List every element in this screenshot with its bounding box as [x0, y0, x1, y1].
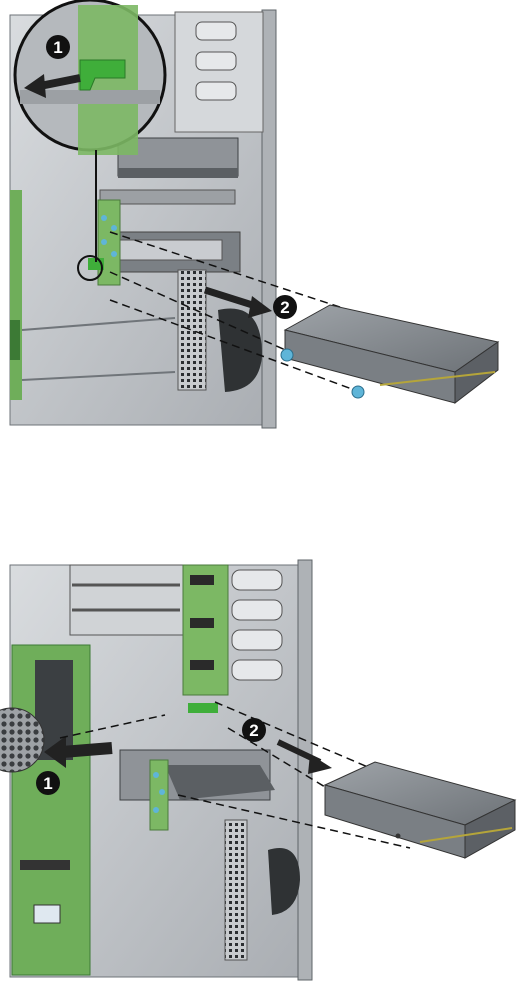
chassis-2 [0, 560, 312, 980]
hard-drive-2 [325, 762, 515, 858]
panel-1: 1 2 [10, 0, 498, 428]
callout-1-panel-1: 1 [46, 35, 70, 59]
callout-2-panel-1: 2 [273, 295, 297, 319]
svg-text:1: 1 [43, 774, 52, 793]
panel-2: 1 2 [0, 560, 515, 980]
arrow-2-right-head [308, 754, 332, 774]
hard-drive-1 [281, 305, 498, 403]
callout-2-panel-2: 2 [242, 718, 266, 742]
callout-1-panel-2: 1 [36, 771, 60, 795]
svg-text:1: 1 [53, 38, 62, 57]
svg-text:2: 2 [280, 298, 289, 317]
svg-text:2: 2 [249, 721, 258, 740]
arrow-2-left [62, 748, 112, 752]
